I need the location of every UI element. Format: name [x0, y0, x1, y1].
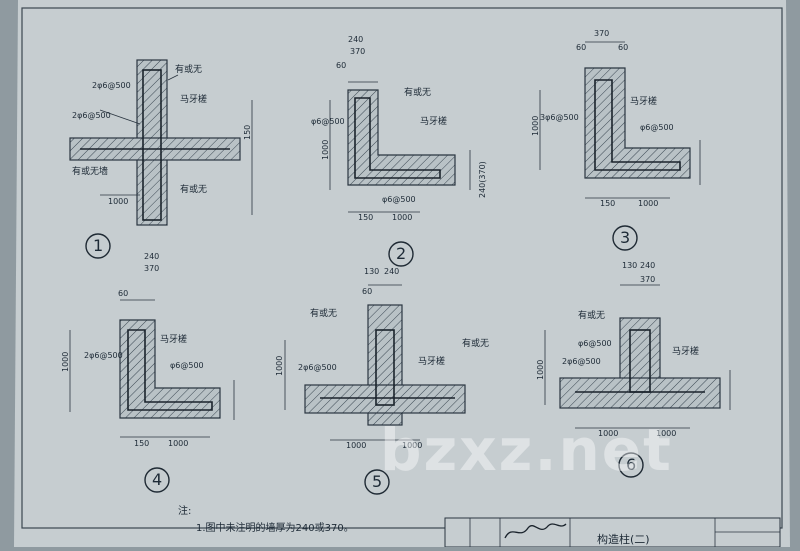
callout-optional: 有或无 — [578, 311, 606, 321]
callout-optional: 有或无 — [404, 88, 432, 98]
signature — [504, 523, 567, 539]
rebar-label: φ6@500 — [382, 195, 416, 204]
callout-horse-tooth: 马牙槎 — [418, 357, 446, 367]
l-shaped-wall — [347, 89, 456, 186]
dim-label: 60 — [118, 289, 129, 298]
dim-label: 150 — [600, 199, 616, 208]
callout-optional: 有或无 — [462, 339, 490, 349]
dim-label: 240 — [144, 252, 160, 261]
detail-number-circle — [85, 233, 111, 259]
rebar-label: 3φ6@500 — [540, 113, 579, 122]
rebar-label: φ6@500 — [640, 123, 674, 132]
dim-label: 370 — [640, 275, 656, 284]
callout-horse-tooth: 马牙槎 — [160, 335, 188, 345]
dim-label: 1000 — [321, 139, 330, 160]
dim-label: 1000 — [346, 441, 367, 450]
detail-number-circle — [144, 467, 170, 493]
detail-number-circle — [618, 452, 644, 478]
watermark: bzxz.net — [380, 416, 673, 484]
dim-label: 1000 — [656, 429, 677, 438]
dim-label: 1000 — [275, 355, 284, 376]
callout-horse-tooth: 马牙槎 — [672, 347, 700, 357]
detail-number-circle — [364, 469, 390, 495]
dim-label: 240(370) — [478, 161, 487, 198]
leader — [99, 109, 141, 125]
rebar-label: φ6@500 — [170, 361, 204, 370]
dim-label: 240 — [348, 35, 364, 44]
title-block — [444, 517, 781, 548]
callout-optional-wall: 有或无墙 — [72, 167, 109, 177]
drawing-title: 构造柱(二) — [597, 533, 650, 546]
dim-label: 240 — [640, 261, 656, 270]
detail-number: 2 — [396, 244, 407, 263]
detail-number: 3 — [620, 228, 631, 247]
dim-label: 130 — [622, 261, 638, 270]
rebar-cage — [354, 97, 441, 179]
detail-6 — [544, 284, 731, 478]
detail-4 — [69, 299, 235, 493]
dim-label: 60 — [618, 43, 629, 52]
dim-label: 1000 — [536, 359, 545, 380]
title-block-frame — [444, 517, 781, 548]
rebar-cage — [127, 329, 213, 411]
callout-optional: 有或无 — [310, 309, 338, 319]
wall-horizontal — [559, 377, 721, 409]
wall-horizontal — [304, 384, 466, 414]
callout-horse-tooth: 马牙槎 — [180, 95, 208, 105]
rebar-cage — [142, 69, 162, 221]
rebar-label: 2φ6@500 — [84, 351, 123, 360]
dim-label: 60 — [336, 61, 347, 70]
dim-label: 150 — [134, 439, 150, 448]
dim-label: 1000 — [598, 429, 619, 438]
dim-label: 130 — [364, 267, 380, 276]
leader — [167, 74, 179, 81]
dim-label: 1000 — [392, 213, 413, 222]
callout-horse-tooth: 马牙槎 — [630, 97, 658, 107]
dim-label: 1000 — [638, 199, 659, 208]
dim-label: 1000 — [108, 197, 129, 206]
dim-label: 240 — [384, 267, 400, 276]
detail-5 — [284, 284, 466, 495]
detail-number: 6 — [626, 455, 637, 474]
notes-heading: 注: — [178, 506, 192, 517]
rebar-label: φ6@500 — [311, 117, 345, 126]
dim-label: 370 — [144, 264, 160, 273]
callout-optional: 有或无 — [175, 65, 203, 75]
callout-horse-tooth: 马牙槎 — [420, 117, 448, 127]
detail-number-circle — [612, 225, 638, 251]
rebar-label: 2φ6@500 — [92, 81, 131, 90]
detail-number-circle — [388, 241, 414, 267]
detail-number: 4 — [152, 470, 163, 489]
dim-label: 1000 — [168, 439, 189, 448]
dim-label: 1000 — [61, 351, 70, 372]
dim-label: 150 — [358, 213, 374, 222]
dim-label: 370 — [594, 29, 610, 38]
dim-label: 60 — [576, 43, 587, 52]
detail-number: 5 — [372, 472, 383, 491]
detail-3 — [539, 41, 701, 251]
dim-label: 1000 — [402, 441, 423, 450]
rebar-label: 2φ6@500 — [72, 111, 111, 120]
rebar-cage — [594, 79, 681, 171]
callout-optional: 有或无 — [180, 185, 208, 195]
sheet-border — [21, 7, 783, 529]
dim-label: 60 — [362, 287, 373, 296]
detail-1 — [69, 59, 253, 259]
dim-label: 370 — [350, 47, 366, 56]
rebar-cage — [375, 329, 395, 406]
dim-label: 150 — [243, 124, 252, 140]
notes-line-1: 1.图中未注明的墙厚为240或370。 — [196, 523, 354, 534]
dim-label: 1000 — [531, 115, 540, 136]
detail-number: 1 — [93, 236, 104, 255]
rebar-label: 2φ6@500 — [298, 363, 337, 372]
detail-2 — [329, 81, 471, 267]
rebar-label: φ6@500 — [578, 339, 612, 348]
rebar-label: 2φ6@500 — [562, 357, 601, 366]
